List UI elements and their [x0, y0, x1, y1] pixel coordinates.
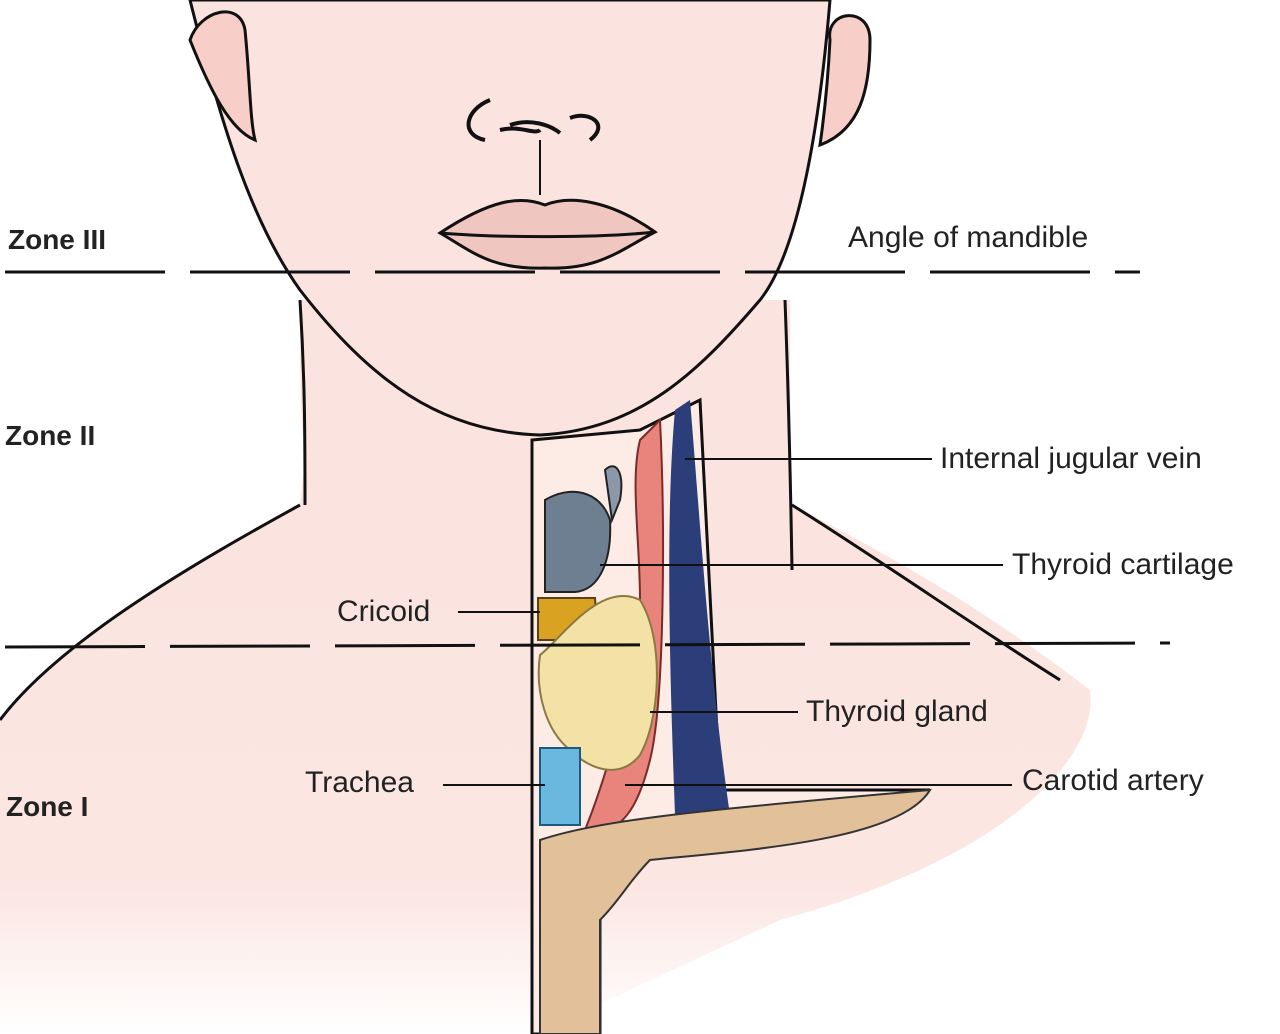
zone-line-lower: [4, 641, 1171, 649]
clavicle: [539, 788, 932, 1034]
zone-ii-label: Zone II: [5, 420, 96, 451]
trachea: [539, 747, 581, 826]
cricoid-label: Cricoid: [337, 595, 431, 628]
internal-jugular-vein-label: Internal jugular vein: [940, 442, 1202, 475]
carotid-artery-label: Carotid artery: [1022, 764, 1204, 797]
thyroid-cartilage-label: Thyroid cartilage: [1012, 548, 1234, 581]
zone-iii-label: Zone III: [8, 224, 106, 255]
zone-i-label: Zone I: [6, 791, 89, 822]
thyroid-gland: [537, 595, 658, 771]
leader-lines: [443, 458, 1012, 786]
thyroid-gland-label: Thyroid gland: [806, 695, 988, 728]
nose: [466, 98, 601, 142]
trachea-label: Trachea: [305, 766, 414, 799]
right-ear: [818, 14, 872, 148]
thyroid-cartilage: [544, 490, 612, 593]
angle-of-mandible-label: Angle of mandible: [848, 221, 1089, 254]
left-ear: [188, 10, 258, 143]
